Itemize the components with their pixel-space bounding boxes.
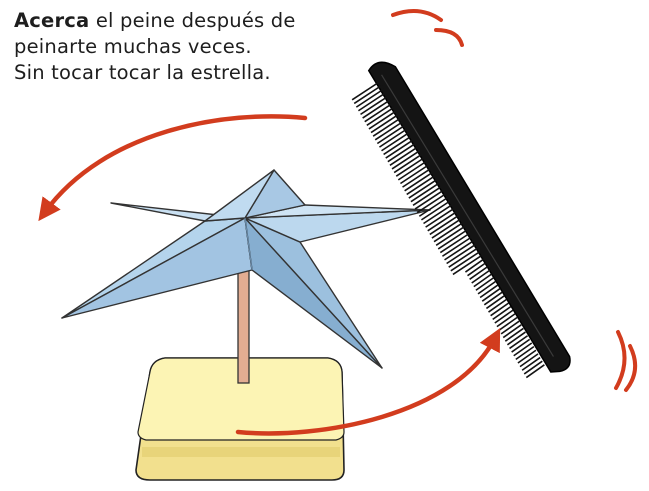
motion-line-top-1-icon — [391, 9, 443, 22]
instruction-line-1: Acerca el peine después de — [14, 8, 374, 34]
motion-line-right-1-icon — [614, 330, 627, 390]
instruction-line-2: peinarte muchas veces. — [14, 35, 252, 58]
instruction-verb: Acerca — [14, 9, 90, 32]
soap-base-icon — [135, 357, 345, 481]
instruction-line-1-rest: el peine después de — [89, 9, 296, 32]
motion-line-top-2-icon — [434, 28, 464, 47]
paper-star-icon — [61, 169, 431, 369]
comb-icon — [351, 61, 571, 379]
instruction-line-3: Sin tocar tocar la estrella. — [14, 61, 271, 84]
rotation-arrow-bottom-icon — [235, 328, 501, 436]
motion-line-right-2-icon — [624, 344, 638, 392]
rotation-arrow-top-icon — [38, 114, 308, 222]
instructions-text: Acerca el peine después de peinarte much… — [14, 8, 374, 86]
